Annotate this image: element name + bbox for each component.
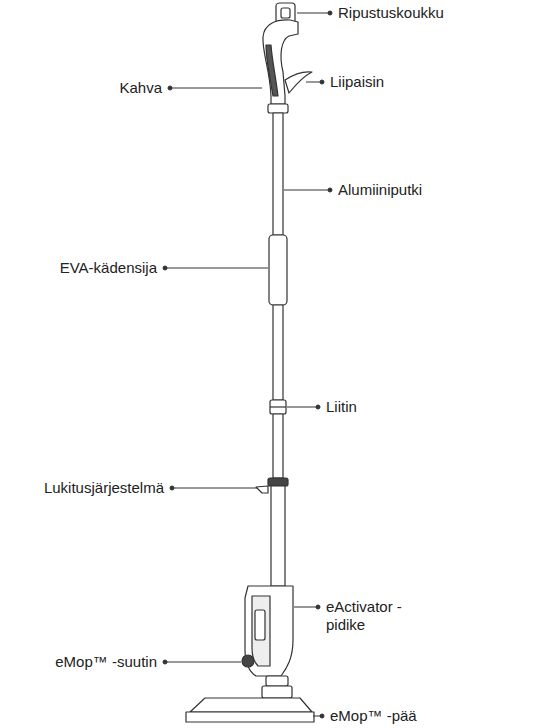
eva-grip xyxy=(269,235,287,305)
joint xyxy=(266,676,288,686)
aluminium-tube xyxy=(273,305,283,400)
leader-line xyxy=(165,662,241,663)
hook-hole xyxy=(281,8,290,18)
connector xyxy=(270,400,286,414)
lock-latch xyxy=(256,486,268,493)
aluminium-tube xyxy=(273,414,283,478)
part-label: eMop™ -suutin xyxy=(55,653,157,672)
hanging-hook xyxy=(276,3,295,22)
part-label: EVA-kädensija xyxy=(60,259,157,278)
leader-line xyxy=(287,407,318,408)
part-label: Liitin xyxy=(326,398,357,417)
emop-head-top xyxy=(190,698,312,712)
leader-dot xyxy=(163,266,167,270)
bottle-window xyxy=(255,610,265,640)
part-label: Ripustuskoukku xyxy=(338,4,444,23)
leader-line xyxy=(172,488,257,489)
part-label: Kahva xyxy=(119,79,162,98)
leader-line xyxy=(284,190,330,191)
leader-dot xyxy=(320,714,324,718)
part-label: Liipaisin xyxy=(330,73,384,92)
leader-dot xyxy=(320,80,324,84)
leader-line xyxy=(165,268,268,269)
leader-dot xyxy=(316,405,320,409)
lower-tube xyxy=(271,486,285,586)
leader-dot xyxy=(328,11,332,15)
leader-dot xyxy=(168,86,172,90)
eactivator-bottle xyxy=(252,596,270,666)
part-label: Alumiiniputki xyxy=(338,181,422,200)
handle xyxy=(263,20,298,104)
leader-line xyxy=(297,13,330,14)
leader-line xyxy=(170,88,262,89)
leader-line xyxy=(294,607,318,608)
leader-dot xyxy=(316,605,320,609)
connector-seam xyxy=(270,406,286,407)
lock-ring xyxy=(268,478,288,486)
part-label: Lukitusjärjestelmä xyxy=(44,479,164,498)
handle-grip xyxy=(266,45,278,96)
aluminium-tube xyxy=(273,113,283,235)
part-label: eMop™ -pää xyxy=(330,707,417,726)
part-label: eActivator -pidike xyxy=(326,598,416,636)
collar xyxy=(268,104,288,113)
joint xyxy=(262,686,292,698)
leader-dot xyxy=(170,486,174,490)
emop-nozzle xyxy=(242,655,254,667)
leader-dot xyxy=(163,660,167,664)
leader-dot xyxy=(328,188,332,192)
emop-head-pad xyxy=(186,712,314,722)
